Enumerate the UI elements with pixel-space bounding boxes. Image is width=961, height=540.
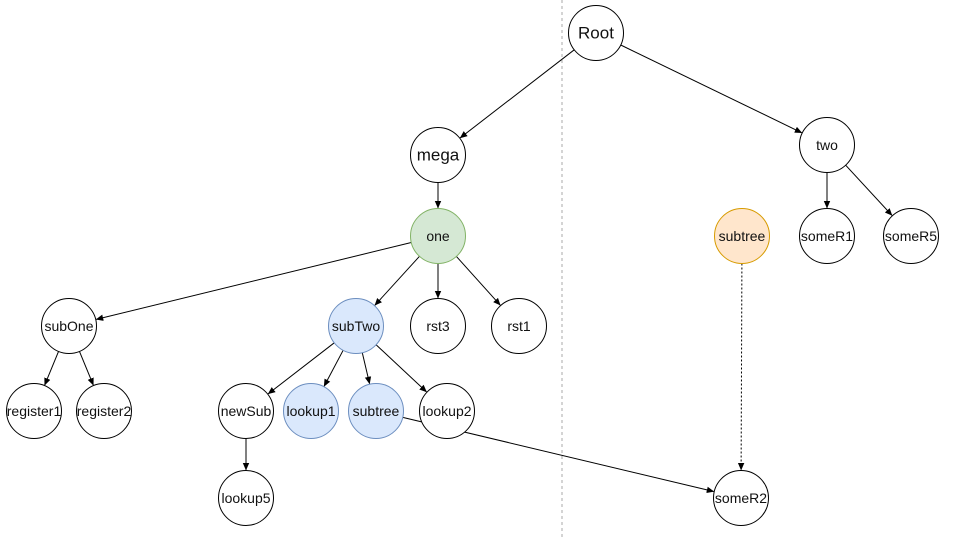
- edge-one-to-subOne: [95, 242, 412, 321]
- node-circle[interactable]: [218, 470, 274, 526]
- edge-subOne-to-register2: [79, 351, 94, 386]
- node-register1[interactable]: register1: [6, 383, 62, 439]
- edge-subOne-to-register1: [44, 351, 59, 386]
- node-two[interactable]: two: [799, 117, 855, 173]
- node-label: register2: [77, 403, 132, 419]
- node-label: lookup5: [221, 490, 270, 506]
- node-label: someR2: [715, 490, 767, 506]
- node-label: someR5: [885, 228, 937, 244]
- node-label: rst3: [426, 318, 450, 334]
- node-circle[interactable]: [799, 208, 855, 264]
- node-circle[interactable]: [6, 383, 62, 439]
- node-someR2[interactable]: someR2: [713, 470, 769, 526]
- node-subOne[interactable]: subOne: [41, 298, 97, 354]
- node-label: subtree: [353, 403, 400, 419]
- node-label: subtree: [719, 228, 766, 244]
- node-subtree_orange[interactable]: subtree: [714, 208, 770, 264]
- edge-subtree_orange-to-someR2: [737, 263, 745, 471]
- node-label: two: [816, 137, 838, 153]
- node-rst3[interactable]: rst3: [410, 298, 466, 354]
- edge-one-to-subTwo: [374, 255, 420, 306]
- node-circle[interactable]: [410, 127, 466, 183]
- node-circle[interactable]: [491, 298, 547, 354]
- node-label: lookup2: [422, 403, 471, 419]
- node-newSub[interactable]: newSub: [218, 383, 274, 439]
- node-label: someR1: [801, 228, 853, 244]
- node-circle[interactable]: [328, 298, 384, 354]
- node-circle[interactable]: [410, 208, 466, 264]
- node-label: subTwo: [332, 318, 380, 334]
- node-mega[interactable]: mega: [410, 127, 466, 183]
- node-circle[interactable]: [76, 383, 132, 439]
- node-root[interactable]: Root: [568, 5, 624, 61]
- node-someR1[interactable]: someR1: [799, 208, 855, 264]
- node-circle[interactable]: [713, 470, 769, 526]
- node-lookup2[interactable]: lookup2: [419, 383, 475, 439]
- node-label: rst1: [507, 318, 531, 334]
- node-label: subOne: [44, 318, 93, 334]
- edge-root-to-two: [620, 44, 803, 134]
- node-circle[interactable]: [883, 208, 939, 264]
- edge-subTwo-to-subtree_blue: [361, 352, 372, 385]
- edge-subTwo-to-lookup1: [323, 350, 344, 387]
- edge-root-to-mega: [459, 49, 575, 139]
- node-circle[interactable]: [218, 383, 274, 439]
- node-label: register1: [7, 403, 62, 419]
- node-label: Root: [578, 24, 614, 43]
- nodes-layer: Root mega two one subtree someR1 someR5 subOne s…: [6, 5, 939, 526]
- edge-subTwo-to-lookup2: [375, 344, 427, 393]
- node-rst1[interactable]: rst1: [491, 298, 547, 354]
- node-one[interactable]: one: [410, 208, 466, 264]
- node-circle[interactable]: [41, 298, 97, 354]
- edges-layer: [44, 44, 893, 493]
- node-circle[interactable]: [419, 383, 475, 439]
- node-label: newSub: [221, 403, 272, 419]
- node-lookup1[interactable]: lookup1: [283, 383, 339, 439]
- node-circle[interactable]: [799, 117, 855, 173]
- node-someR5[interactable]: someR5: [883, 208, 939, 264]
- node-circle[interactable]: [348, 383, 404, 439]
- edge-two-to-someR5: [845, 164, 893, 216]
- node-label: one: [426, 228, 450, 244]
- edge-one-to-rst1: [456, 256, 501, 306]
- node-label: mega: [417, 146, 460, 165]
- node-label: lookup1: [286, 403, 335, 419]
- node-subTwo[interactable]: subTwo: [328, 298, 384, 354]
- edge-subTwo-to-newSub: [267, 342, 335, 395]
- node-circle[interactable]: [283, 383, 339, 439]
- node-circle[interactable]: [714, 208, 770, 264]
- node-register2[interactable]: register2: [76, 383, 132, 439]
- node-lookup5[interactable]: lookup5: [218, 470, 274, 526]
- node-subtree_blue[interactable]: subtree: [348, 383, 404, 439]
- node-circle[interactable]: [410, 298, 466, 354]
- node-circle[interactable]: [568, 5, 624, 61]
